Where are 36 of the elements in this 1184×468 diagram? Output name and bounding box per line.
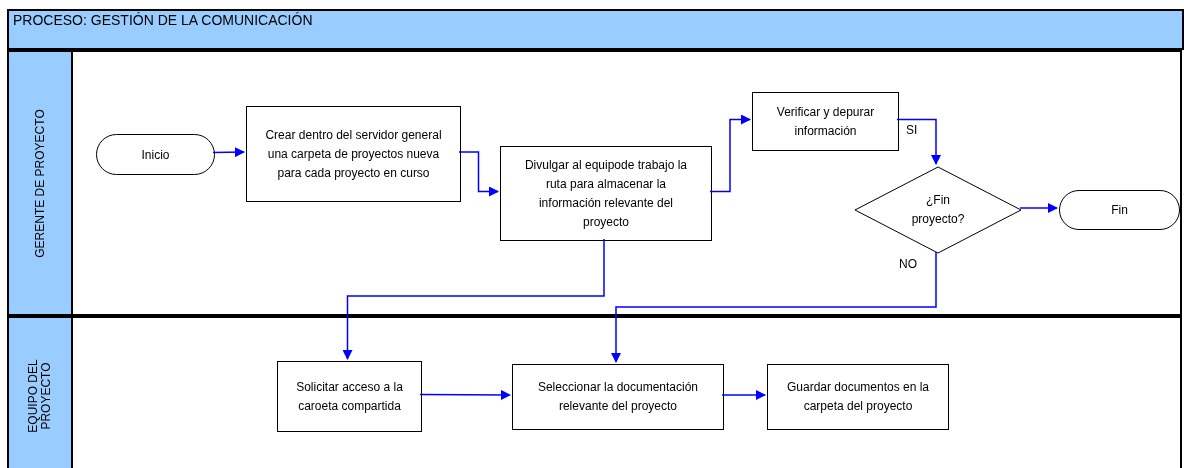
swimlane	[7, 50, 1182, 316]
process-box	[512, 364, 724, 430]
decision-diamond	[854, 166, 1022, 254]
process-box	[767, 364, 949, 430]
node-text: Verificar y depurar información	[775, 103, 876, 140]
arrow	[342, 238, 605, 360]
lane-label: EQUIPO DEL PROYECTO	[27, 358, 53, 435]
terminal-shape	[96, 134, 215, 175]
header-band	[7, 29, 1184, 50]
node-text: Divulgar al equipode trabajo la ruta para almacenar la información relevante del proyecto	[523, 156, 689, 231]
arrow	[1019, 203, 1058, 213]
arrow	[896, 118, 941, 165]
arrow	[458, 151, 499, 197]
node-text: ¿Fin proyecto?	[910, 192, 966, 228]
node-text: Crear dentro del servidor general una carpeta de proyectos nueva para cada proyecto en curso	[264, 126, 443, 182]
edge-label: SI	[905, 124, 919, 136]
swimlane	[7, 316, 1182, 468]
process-box	[277, 361, 422, 432]
node-text: Fin	[1111, 202, 1128, 219]
lane-label: GERENTE DE PROYECTO	[33, 107, 47, 260]
process-title: PROCESO: GESTIÓN DE LA COMUNICACIÓN	[13, 11, 313, 29]
node-text: Guardar documentos en la carpeta del proyecto	[785, 379, 931, 415]
arrow	[611, 251, 937, 363]
arrow	[419, 389, 511, 400]
process-box	[752, 92, 899, 151]
process-box	[500, 146, 712, 241]
process-box	[246, 106, 461, 202]
node-text: Inicio	[141, 146, 170, 164]
terminal-shape	[1059, 190, 1180, 230]
title-band	[7, 9, 1184, 31]
arrow	[721, 390, 766, 400]
arrow	[212, 147, 245, 158]
node-text: Seleccionar la documentación relevante del proyecto	[536, 379, 700, 415]
arrow	[709, 114, 751, 193]
node-text: Solicitar acceso a la caroeta compartida	[295, 378, 404, 415]
edge-label: NO	[898, 258, 918, 270]
